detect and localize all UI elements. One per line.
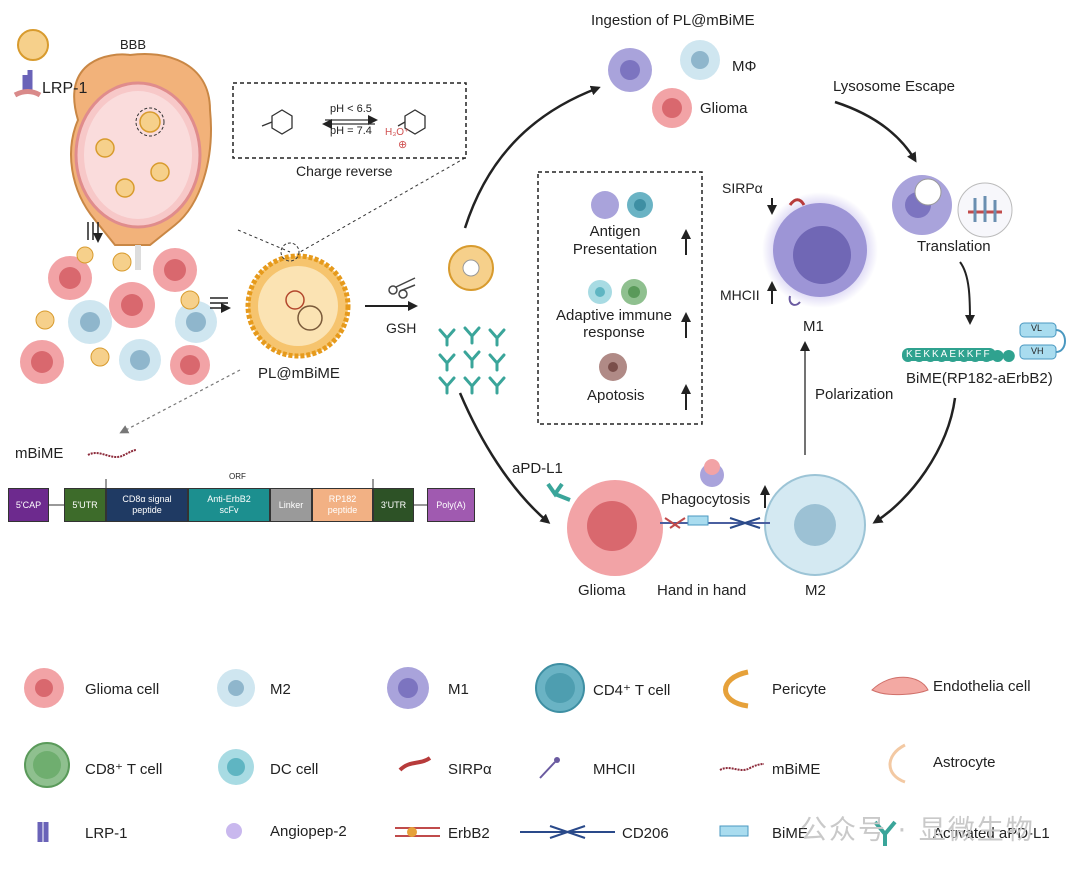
adaptive-label: Adaptive immune response: [556, 307, 672, 341]
legend-cd8: CD8⁺ T cell: [85, 761, 163, 778]
glioma-bottom-label: Glioma: [578, 582, 626, 599]
hand-in-hand-label: Hand in hand: [657, 582, 747, 599]
phagocytosis-label: Phagocytosis: [661, 491, 751, 508]
bottom-glioma: [546, 480, 663, 576]
legend-cd206: CD206: [622, 825, 669, 842]
peptide-bead: [1002, 350, 1015, 362]
legend-endothelia: Endothelia cell: [933, 678, 1031, 695]
apdl1-label: aPD-L1: [512, 460, 563, 477]
watermark: 公众号 · 显微生物: [800, 815, 1035, 846]
bbb-vessel: [70, 53, 212, 246]
pl-mbime-nanoparticle: [245, 242, 351, 359]
construct-segment: Anti-ErbB2 scFv: [188, 488, 270, 522]
legend-icons: [24, 663, 929, 846]
legend-cd4: CD4⁺ T cell: [593, 682, 671, 699]
legend-lrp1: LRP-1: [85, 825, 128, 842]
construct-segment: 5'UTR: [64, 488, 106, 522]
vl-label: VL: [1031, 323, 1043, 333]
translation-cells: [892, 175, 1013, 238]
apoptosis-label: Apotosis: [587, 387, 645, 404]
vh-label: VH: [1031, 346, 1044, 356]
outcome-icons: [588, 191, 653, 381]
up-arrows: [681, 198, 777, 508]
legend-erbb2: ErbB2: [448, 825, 490, 842]
nanoparticle-with-lrp1: [13, 29, 49, 98]
legend-mbime: mBiME: [772, 761, 821, 778]
charge-reverse-label: Charge reverse: [296, 163, 393, 179]
mphi-label: MΦ: [732, 58, 757, 75]
legend-astrocyte: Astrocyte: [933, 754, 996, 771]
construct-segment: Linker: [270, 488, 312, 522]
m2-bottom-label: M2: [805, 582, 826, 599]
legend-apdl1: Activated aPD-L1: [933, 825, 1050, 842]
construct-segment: 3'UTR: [373, 488, 414, 522]
polarization-label: Polarization: [815, 386, 894, 403]
ph-low-label: pH < 6.5: [330, 103, 372, 115]
ph-high-label: pH = 7.4: [330, 125, 372, 137]
hand-in-hand-bridge: [660, 459, 770, 529]
legend-dc: DC cell: [270, 761, 319, 778]
legend-glioma: Glioma cell: [85, 681, 160, 698]
construct-segment: RP182 peptide: [312, 488, 373, 522]
bbb-label: BBB: [120, 37, 147, 52]
h3o-label: H₃O⁺: [385, 127, 410, 138]
legend-bime: BiME: [772, 825, 808, 842]
sirpa-label: SIRPα: [722, 180, 763, 196]
legend-pericyte: Pericyte: [772, 681, 827, 698]
lysosome-label: Lysosome Escape: [833, 78, 956, 95]
mhcii-label: MHCII: [720, 287, 760, 303]
gsh-label: GSH: [386, 320, 417, 336]
scissors-icon: [388, 277, 416, 299]
mbime-top-label: mBiME: [15, 445, 64, 462]
pl-mbime-label: PL@mBiME: [258, 365, 340, 382]
construct-segment: Poly(A): [427, 488, 475, 522]
translation-label: Translation: [917, 238, 991, 255]
ingestion-cells: [608, 40, 720, 128]
legend-m2: M2: [270, 681, 291, 698]
orf-label: ORF: [229, 472, 246, 481]
legend-m1: M1: [448, 681, 469, 698]
legend-mhcii: MHCII: [593, 761, 636, 778]
bottom-m2: [764, 474, 866, 576]
released-payload: [438, 245, 506, 395]
outcome-box: [537, 171, 703, 425]
m1-macrophage: [762, 192, 878, 308]
m1-label: M1: [803, 318, 824, 335]
bime-rp-label: BiME(RP182-aErbB2): [906, 370, 1053, 387]
ingestion-label: Ingestion of PL@mBiME: [591, 12, 755, 29]
antigen-label: Antigen Presentation: [572, 223, 658, 258]
vessel-nanoparticles: [95, 107, 170, 198]
charge-reverse-structures: [261, 109, 426, 135]
legend-sirpa: SIRPα: [448, 761, 492, 778]
bime-sequence: KEKKAEKKFF: [902, 348, 996, 361]
plus-label: ⊕: [398, 139, 408, 151]
lrp1-top-label: LRP-1: [42, 80, 88, 97]
left-tumor-region: [20, 246, 217, 385]
legend-angiopep: Angiopep-2: [270, 823, 347, 840]
glioma-top-label: Glioma: [700, 100, 748, 117]
construct-segment: CD8α signal peptide: [106, 488, 188, 522]
construct-segment: 5'CAP: [8, 488, 49, 522]
